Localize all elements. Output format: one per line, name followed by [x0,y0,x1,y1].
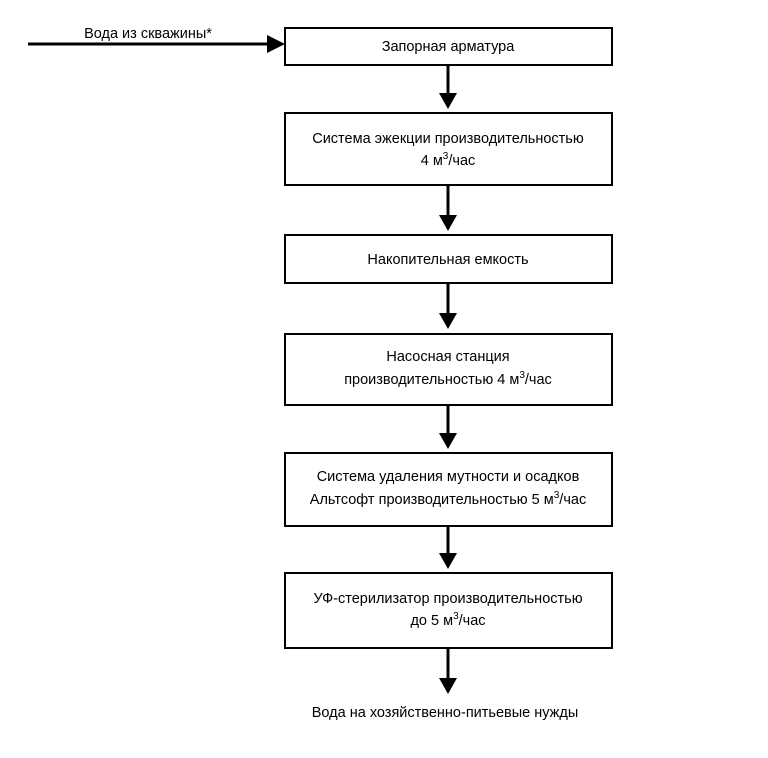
flow-step-label: Запорная арматура [382,39,516,55]
flow-step-label: УФ-стерилизатор производительностью [313,591,582,607]
superscript-3: 3 [443,151,449,162]
flow-step-text: до 5 м [410,613,453,629]
flow-step-turbidity-removal: Система удаления мутности и осадков Альт… [284,452,613,527]
flow-step-text: 4 м [421,153,443,169]
output-arrow [439,648,457,694]
flow-step-label: Насосная станция [386,349,509,365]
flow-step-label: Накопительная емкость [367,252,528,268]
flow-step-unit: /час [448,153,475,169]
superscript-3: 3 [519,370,525,381]
flow-step-ejection-system: Система эжекции производительностью 4 м3… [284,112,613,186]
output-label: Вода на хозяйственно-питьевые нужды [312,705,579,721]
connector-arrow [439,526,457,569]
flow-step-shutoff-valves: Запорная арматура [284,27,613,66]
flow-step-text: производительностью 4 м [344,372,519,388]
connector-arrow [439,283,457,329]
flow-step-unit: /час [559,492,586,508]
flow-step-unit: /час [459,613,486,629]
flow-step-pump-station: Насосная станция производительностью 4 м… [284,333,613,406]
flow-step-label: до 5 м3/час [410,611,485,629]
flow-step-label: производительностью 4 м3/час [344,370,552,388]
connector-arrow [439,185,457,231]
flow-step-label: 4 м3/час [421,151,476,169]
connector-arrow [439,65,457,109]
input-label: Вода из скважины* [84,26,212,42]
flow-step-text: Альтсофт производительностью 5 м [310,492,554,508]
flow-step-storage-tank: Накопительная емкость [284,234,613,284]
input-arrow [28,35,285,53]
flow-step-label: Альтсофт производительностью 5 м3/час [310,490,586,508]
superscript-3: 3 [554,490,560,501]
flow-step-label: Система эжекции производительностью [312,131,584,147]
flow-step-unit: /час [525,372,552,388]
superscript-3: 3 [453,611,459,622]
flow-step-label: Система удаления мутности и осадков [317,469,580,485]
flow-step-uv-sterilizer: УФ-стерилизатор производительностью до 5… [284,572,613,649]
connector-arrow [439,405,457,449]
